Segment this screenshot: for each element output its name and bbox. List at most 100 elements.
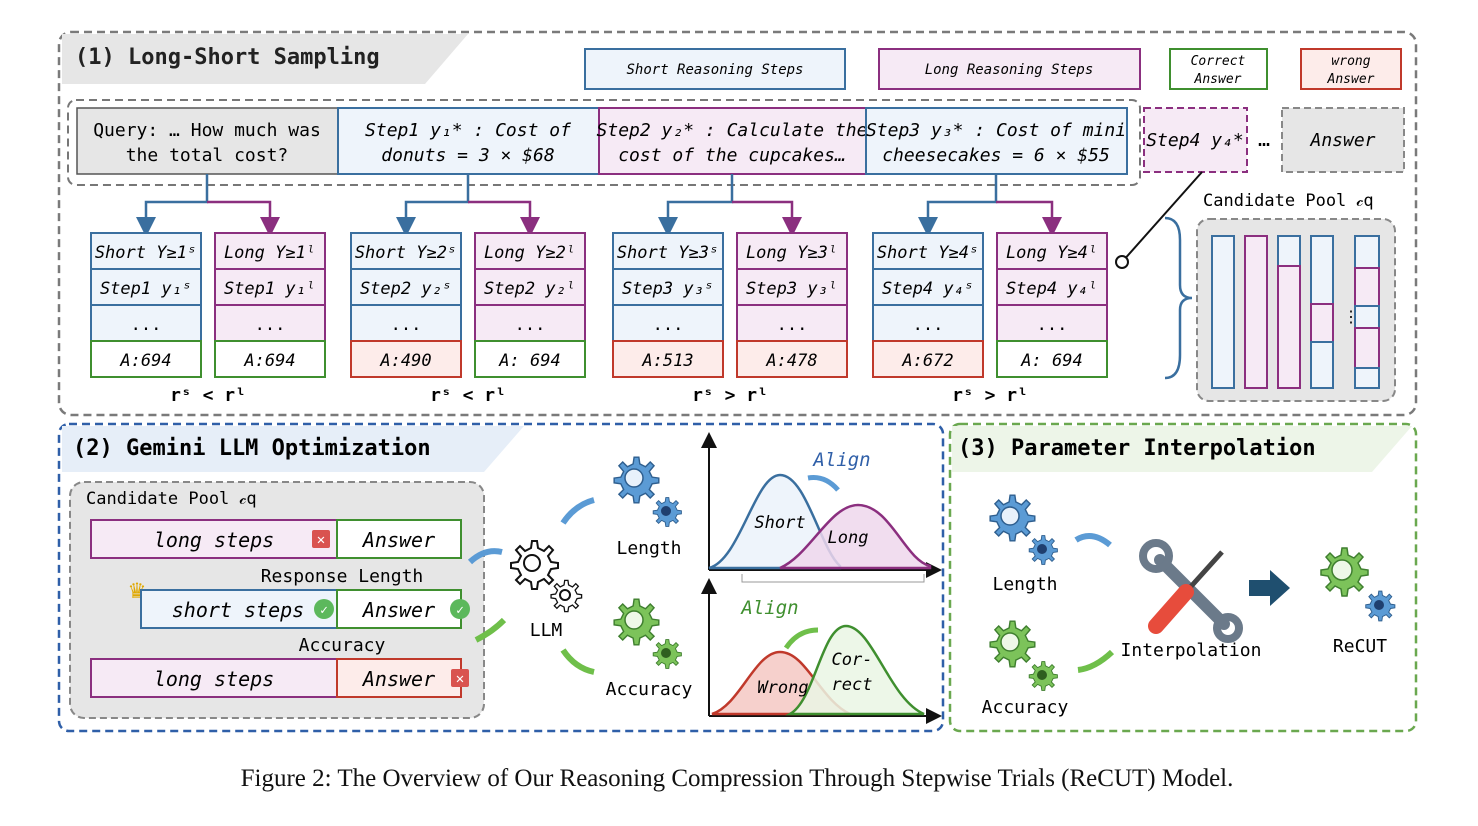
long-step-cell: [996, 268, 1108, 306]
section2-border: [57, 422, 945, 733]
accuracy-gear-icon: [989, 620, 1058, 691]
pool-bar: [1310, 235, 1334, 305]
connector-short: [658, 174, 734, 237]
short-head-cell: [872, 232, 984, 270]
row3-steps-label: long steps: [154, 667, 274, 691]
legend-wrong-l2: Answer: [1327, 72, 1375, 87]
correct-check-glyph: ✓: [456, 603, 464, 618]
section1-title-tab: [62, 34, 468, 84]
arrow-to-llm-blue: [467, 548, 503, 565]
long-answer-cell: [474, 340, 586, 378]
connector-long: [996, 200, 1062, 237]
long-head-text: Long Y≥1ˡ: [224, 243, 316, 263]
accuracy-label-2: Accuracy: [606, 679, 693, 700]
legend-short: [584, 48, 846, 90]
section1-title: (1) Long-Short Sampling: [75, 45, 380, 70]
curve-correct-l1: Cor-: [832, 650, 873, 670]
long-curve: [779, 503, 932, 570]
curve-short-label: Short: [754, 513, 805, 533]
short-step-text: Step1 y₁ˢ: [100, 279, 192, 299]
pool-bar: [1310, 341, 1334, 389]
long-head-text: Long Y≥2ˡ: [484, 243, 576, 263]
short-step-cell: [612, 268, 724, 306]
curve-long-label: Long: [828, 528, 869, 548]
section2-title: (2) Gemini LLM Optimization: [73, 436, 431, 461]
connector-short: [396, 174, 470, 237]
arrow-llm-accuracy: [560, 648, 595, 675]
answer-label: Answer: [1309, 130, 1375, 151]
legend-long: [878, 48, 1141, 90]
short-step-text: Step4 y₄ˢ: [882, 279, 974, 299]
short-head-text: Short Y≥2ˢ: [355, 243, 457, 263]
pool-bar: [1354, 305, 1380, 329]
response-length-label: Response Length: [261, 566, 424, 587]
connector-long: [732, 200, 802, 237]
short-head-text: Short Y≥3ˢ: [617, 243, 719, 263]
short-dots-text: ...: [653, 315, 684, 335]
pool-bar: [1354, 267, 1380, 307]
short-head-text: Short Y≥1ˢ: [95, 243, 197, 263]
short-answer-text: A:672: [901, 351, 953, 371]
section2-title-tab: [62, 426, 524, 472]
pool-bar: [1211, 235, 1235, 389]
row3-steps: [90, 658, 338, 698]
llm-label: LLM: [530, 620, 563, 641]
legend-correct-l2: Answer: [1194, 72, 1242, 87]
section3-border: [948, 422, 1418, 733]
long-dots-cell: [996, 304, 1108, 342]
step2-l2: cost of the cupcakes…: [618, 145, 846, 166]
recut-label: ReCUT: [1333, 636, 1387, 657]
long-dots-text: ...: [515, 315, 546, 335]
long-step-text: Step3 y₃ˡ: [746, 279, 838, 299]
curve-wrong-label: Wrong: [757, 678, 808, 698]
short-dots-text: ...: [391, 315, 422, 335]
long-answer-cell: [996, 340, 1108, 378]
short-head-cell: [350, 232, 462, 270]
pointer-hand-icon: [1115, 255, 1129, 269]
accuracy-gear-icon: [613, 598, 682, 669]
short-dots-cell: [872, 304, 984, 342]
short-head-cell: [90, 232, 202, 270]
row2-steps-label: short steps: [172, 598, 304, 622]
short-dots-text: ...: [913, 315, 944, 335]
wrench-screwdriver-icon: [1139, 539, 1243, 643]
query-l1: Query: … How much was: [93, 120, 321, 141]
reasoning-chain-frame: [67, 99, 1141, 186]
short-dots-cell: [350, 304, 462, 342]
row3-answer: [336, 658, 462, 698]
wrong-mark-icon: [312, 530, 330, 548]
short-answer-cell: [612, 340, 724, 378]
pool-bar: [1244, 235, 1268, 389]
long-answer-text: A: 694: [498, 351, 560, 371]
short-dots-cell: [612, 304, 724, 342]
long-answer-text: A: 694: [1020, 351, 1082, 371]
arrow-accuracy-interp: [1077, 649, 1115, 673]
pool-bar: [1354, 235, 1380, 269]
short-step-text: Step2 y₂ˢ: [360, 279, 452, 299]
interpolation-label: Interpolation: [1121, 640, 1262, 661]
short-head-cell: [612, 232, 724, 270]
correct-curve: [785, 624, 925, 716]
long-step-cell: [474, 268, 586, 306]
short-answer-cell: [350, 340, 462, 378]
short-step-cell: [90, 268, 202, 306]
length-gear-icon: [989, 494, 1058, 565]
short-head-text: Short Y≥4ˢ: [877, 243, 979, 263]
long-head-text: Long Y≥4ˡ: [1006, 243, 1098, 263]
pool-bar: [1310, 303, 1334, 343]
legend-long-label: Long Reasoning Steps: [925, 62, 1094, 78]
correct-check-icon: [450, 599, 470, 619]
step4-label: Step4 y₄*: [1146, 130, 1244, 151]
arrow-length-interp: [1074, 533, 1112, 548]
short-dots-text: ...: [131, 315, 162, 335]
long-step-text: Step2 y₂ˡ: [484, 279, 576, 299]
reward-comparison: rˢ > rˡ: [952, 385, 1028, 406]
accuracy-row-label: Accuracy: [299, 635, 386, 656]
step3-l2: cheesecakes = 6 × $55: [882, 145, 1110, 166]
accuracy-distribution-plot: Wrong Cor- rect Align: [701, 578, 942, 724]
arrow-to-recut: [1249, 570, 1290, 606]
pool-bar: [1277, 235, 1301, 267]
step1-l2: donuts = 3 × $68: [381, 145, 554, 166]
